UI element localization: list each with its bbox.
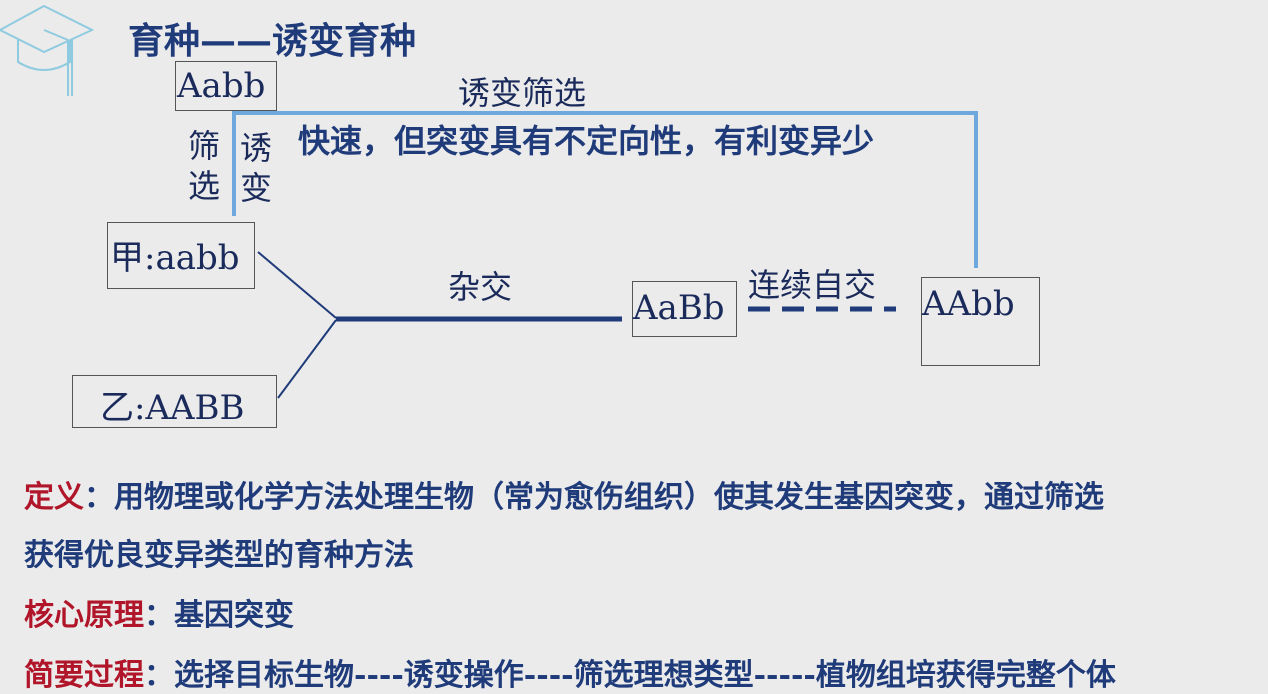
- parent-jia-box: [107, 222, 255, 289]
- mutation-screen-label: 诱变筛选: [458, 74, 587, 112]
- result-box: [921, 277, 1040, 366]
- selfing-label: 连续自交: [748, 266, 877, 304]
- graduation-cap-icon: [0, 4, 95, 96]
- hybrid-text: AaBb: [633, 288, 725, 328]
- definition-line-2: 获得优良变异类型的育种方法: [24, 530, 414, 574]
- definition-label: 定义: [24, 480, 84, 515]
- parent-yi-text: 乙:AABB: [100, 388, 245, 428]
- definition-line-1: 定义：用物理或化学方法处理生物（常为愈伤组织）使其发生基因突变，通过筛选: [24, 472, 1104, 516]
- parent-yi-box: [72, 375, 277, 428]
- principle-label: 核心原理: [24, 598, 144, 633]
- jia-branch-line: [257, 251, 337, 319]
- screen-vertical-label: 筛选: [187, 127, 220, 205]
- cross-label: 杂交: [448, 268, 513, 306]
- mutation-screen-line: [232, 111, 978, 268]
- hybrid-box: [632, 281, 737, 337]
- feature-note: 快速，但突变具有不定向性，有利变异少: [298, 122, 875, 160]
- principle-line: 核心原理：基因突变: [24, 590, 294, 634]
- result-text: AAbb: [922, 284, 1015, 324]
- process-text: ：选择目标生物----诱变操作----筛选理想类型-----植物组培获得完整个体: [144, 658, 1116, 693]
- process-label: 简要过程: [24, 658, 144, 693]
- process-line: 简要过程：选择目标生物----诱变操作----筛选理想类型-----植物组培获得…: [24, 650, 1116, 694]
- genotype-box-aabb-top: [175, 61, 277, 111]
- definition-text-2: 获得优良变异类型的育种方法: [24, 538, 414, 573]
- page-title: 育种——诱变育种: [128, 20, 417, 62]
- genotype-aabb-top-text: Aabb: [177, 66, 266, 106]
- mutate-vertical-label: 诱变: [239, 129, 272, 207]
- principle-text: ：基因突变: [144, 598, 294, 633]
- yi-branch-line: [277, 319, 337, 399]
- parent-jia-text: 甲:aabb: [110, 238, 240, 278]
- definition-text-1: ：用物理或化学方法处理生物（常为愈伤组织）使其发生基因突变，通过筛选: [84, 480, 1104, 515]
